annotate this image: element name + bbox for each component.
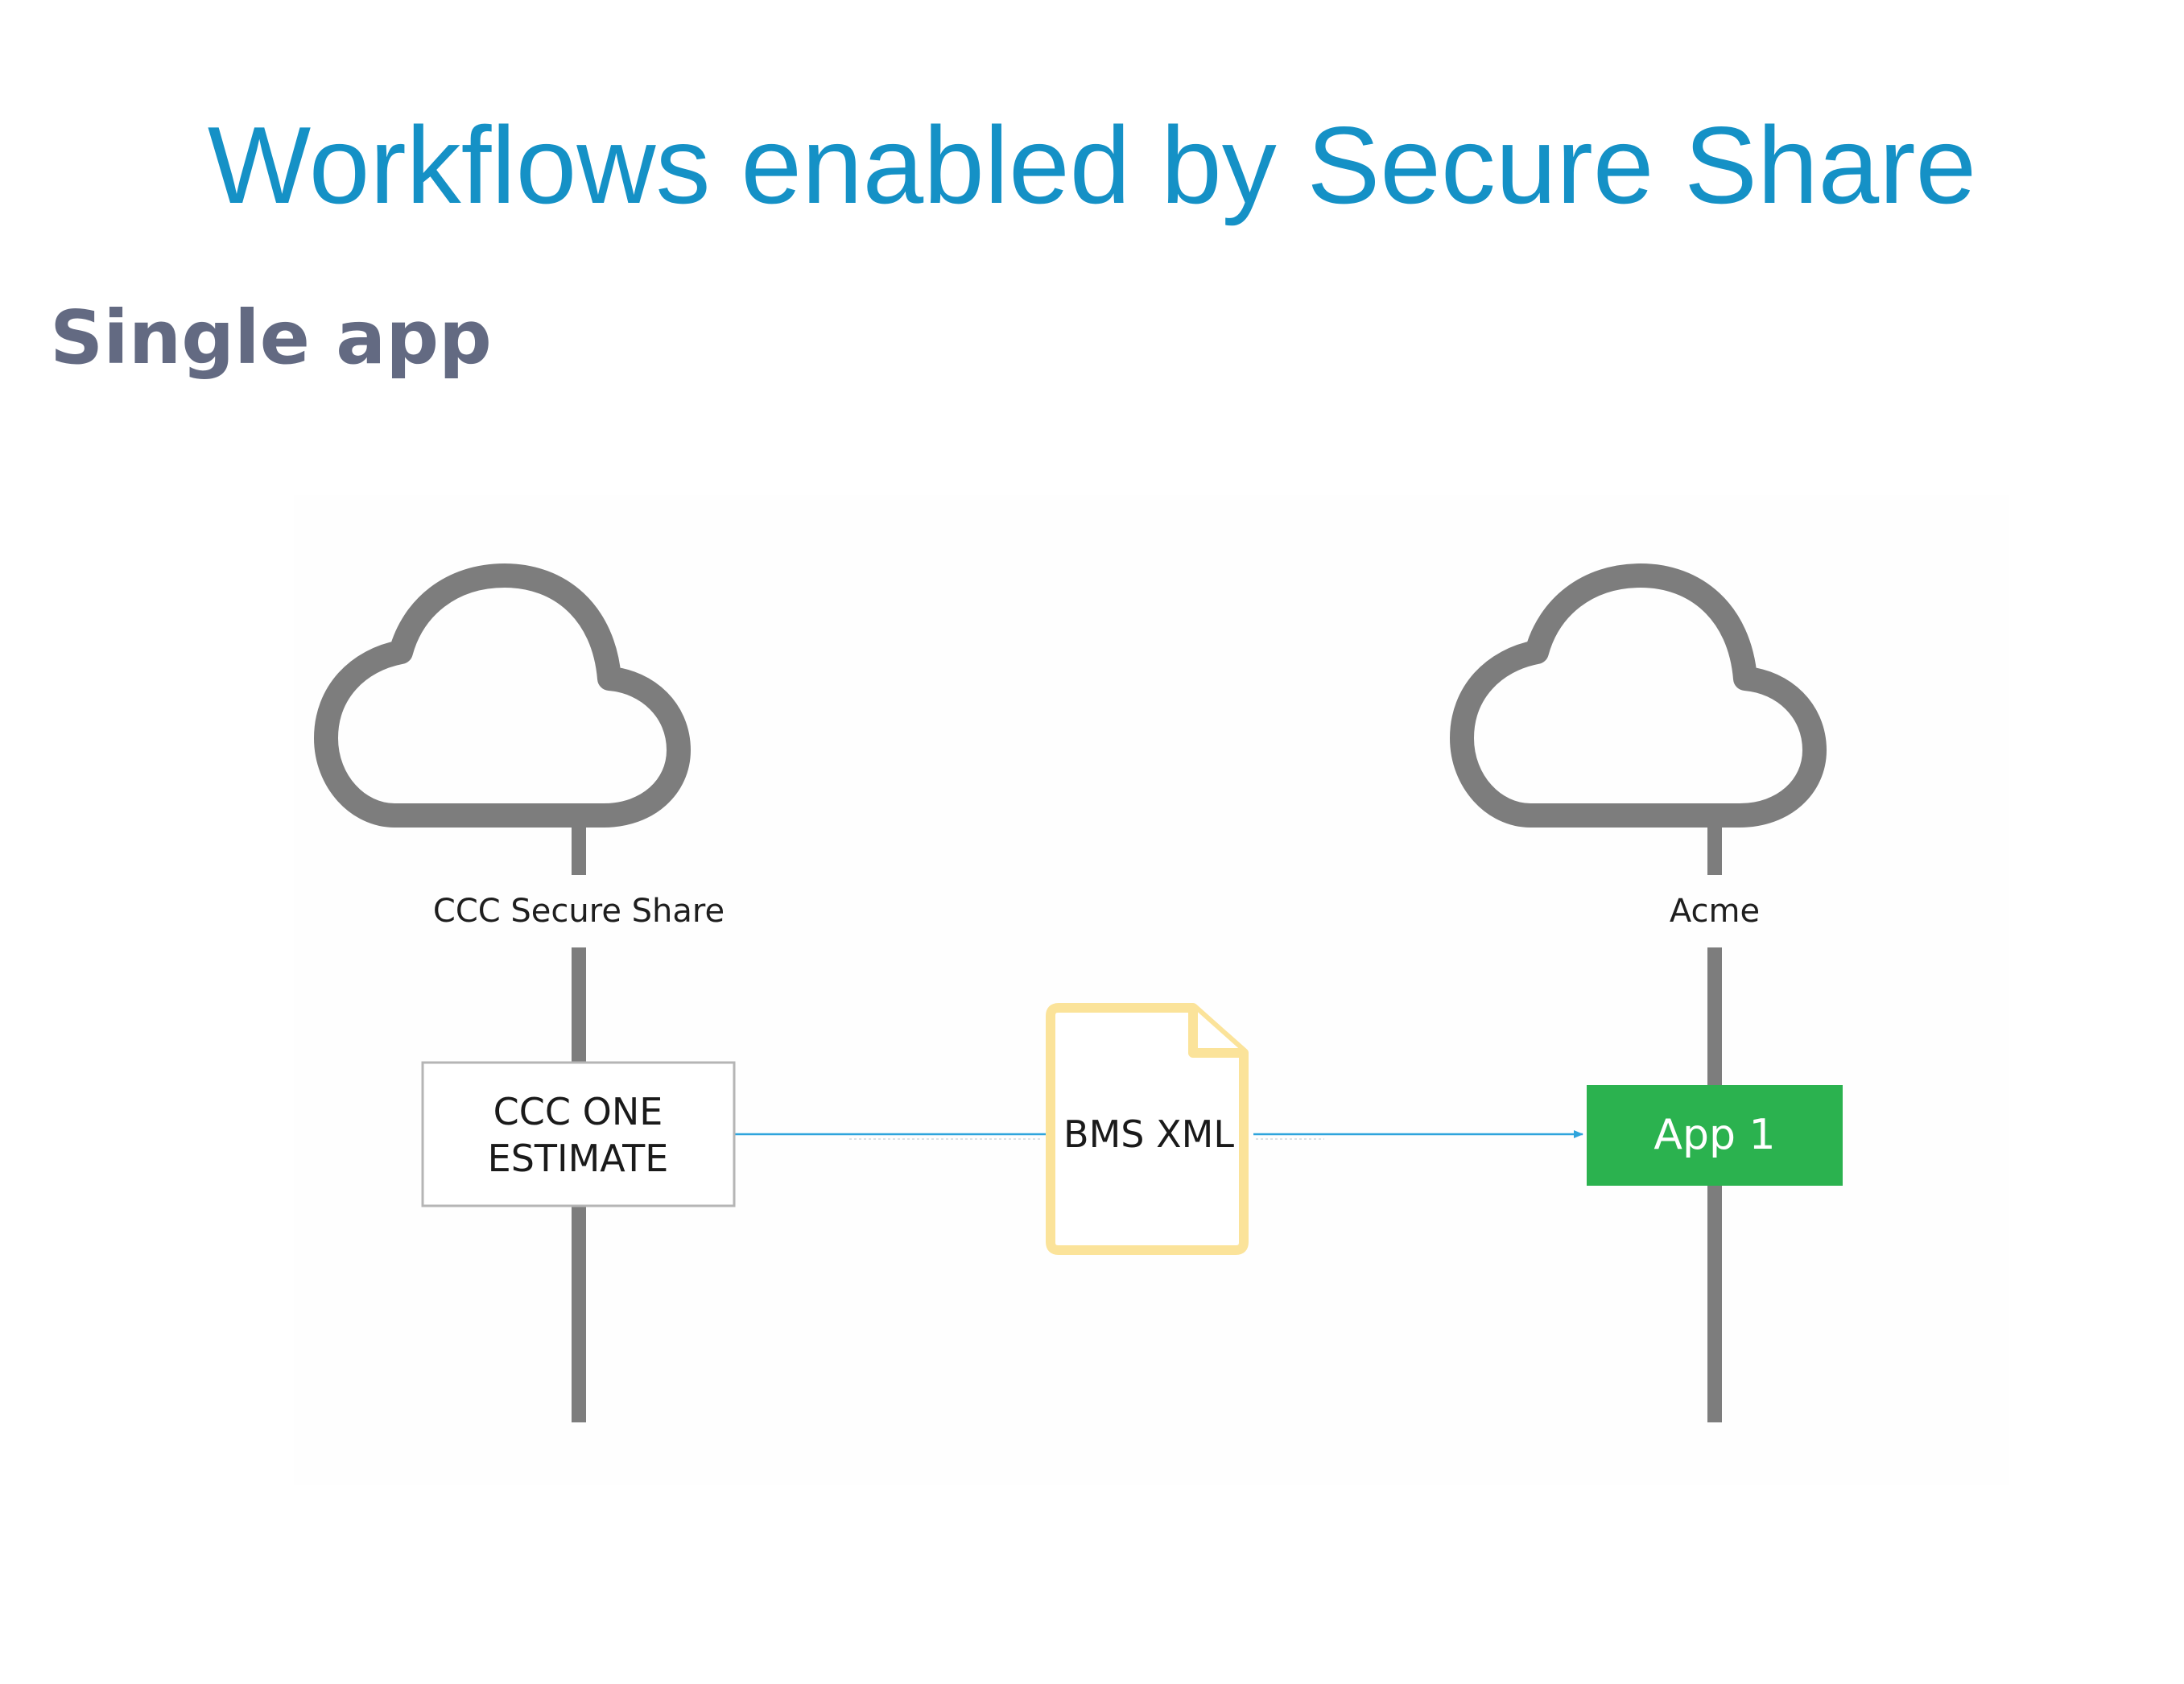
estimate-box-line2: ESTIMATE xyxy=(488,1137,669,1180)
document-icon xyxy=(1046,1003,1249,1255)
workflow-diagram: CCC Secure Share Acme CCC ONE ESTIMATE B… xyxy=(314,563,1843,1422)
diagram-panel: CCC Secure Share Acme CCC ONE ESTIMATE B… xyxy=(294,495,2009,1485)
document-label: BMS XML xyxy=(1063,1112,1234,1156)
estimate-box-line1: CCC ONE xyxy=(493,1090,663,1133)
app-box xyxy=(1587,1085,1843,1186)
slide-subtitle: Single app xyxy=(50,295,492,381)
slide-title: Workflows enabled by Secure Share xyxy=(207,104,1977,226)
right-system-label: Acme xyxy=(1670,893,1760,930)
left-cloud-icon xyxy=(314,563,691,828)
right-cloud-icon xyxy=(1450,563,1827,828)
estimate-box xyxy=(421,1061,736,1207)
app-box-label: App 1 xyxy=(1653,1111,1775,1159)
left-system-label: CCC Secure Share xyxy=(433,893,725,930)
document-fold xyxy=(1188,1008,1244,1058)
